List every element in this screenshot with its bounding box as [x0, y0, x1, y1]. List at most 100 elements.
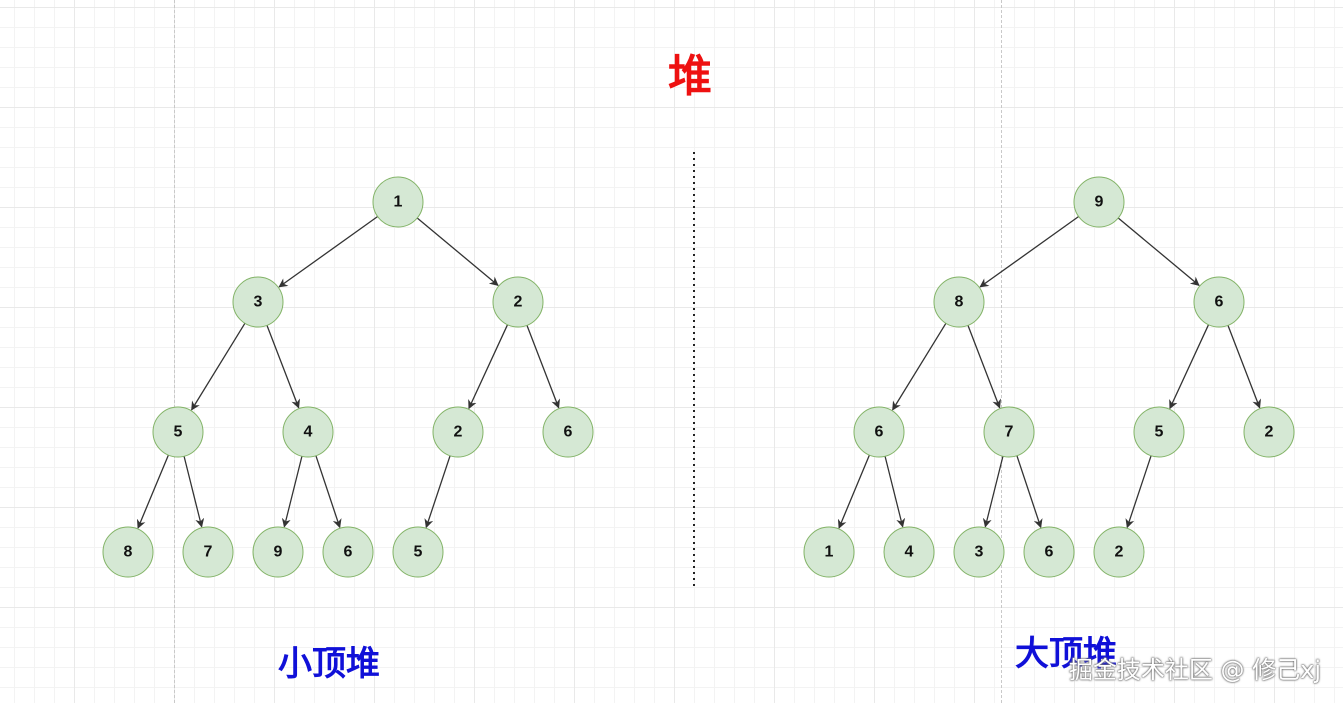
max-heap-node-n9: 4 — [883, 526, 935, 578]
max-heap-node-circle — [983, 406, 1035, 458]
min-heap: 1 3 2 5 4 2 6 8 7 9 6 5 — [102, 176, 594, 578]
max-heap-node-value: 8 — [955, 294, 964, 311]
min-heap-edge-n6-n12 — [424, 455, 451, 529]
min-heap-node-n10: 9 — [252, 526, 304, 578]
max-heap-edge-n5-n10 — [982, 456, 1004, 528]
min-heap-node-n8: 8 — [102, 526, 154, 578]
min-heap-edge-n4-n9 — [183, 456, 205, 528]
min-heap-node-circle — [182, 526, 234, 578]
min-heap-node-circle — [252, 526, 304, 578]
max-heap-node-n8: 1 — [803, 526, 855, 578]
max-heap-node-value: 4 — [905, 544, 914, 561]
max-heap-edge-n2-n4 — [892, 322, 947, 411]
min-heap-edge-n3-n6 — [468, 324, 509, 410]
min-heap-node-circle — [372, 176, 424, 228]
min-heap-node-n5: 4 — [282, 406, 334, 458]
min-heap-node-circle — [282, 406, 334, 458]
min-heap-node-value: 6 — [344, 544, 353, 561]
max-heap-node-n4: 6 — [853, 406, 905, 458]
max-heap-node-value: 9 — [1095, 194, 1104, 211]
min-heap-node-value: 1 — [394, 194, 403, 211]
min-heap-node-circle — [432, 406, 484, 458]
min-heap-node-value: 5 — [174, 424, 183, 441]
max-heap-node-n3: 6 — [1193, 276, 1245, 328]
max-heap-node-n11: 6 — [1023, 526, 1075, 578]
max-heap-edge-n1-n2 — [979, 216, 1080, 288]
min-heap-node-n4: 5 — [152, 406, 204, 458]
max-heap-node-value: 2 — [1265, 424, 1274, 441]
max-heap-edge-n6-n12 — [1125, 455, 1152, 529]
min-heap-edge-n5-n11 — [315, 455, 342, 529]
min-heap-node-value: 2 — [454, 424, 463, 441]
min-heap-node-circle — [542, 406, 594, 458]
min-heap-node-value: 6 — [564, 424, 573, 441]
max-heap-node-circle — [803, 526, 855, 578]
min-heap-node-n3: 2 — [492, 276, 544, 328]
max-heap-label: 大顶堆 — [1015, 634, 1117, 674]
guide-line-left — [174, 0, 175, 703]
max-heap-edge-n1-n3 — [1117, 217, 1200, 286]
max-heap-node-circle — [1243, 406, 1295, 458]
min-heap-node-n7: 6 — [542, 406, 594, 458]
max-heap-node-circle — [1093, 526, 1145, 578]
max-heap-node-n12: 2 — [1093, 526, 1145, 578]
max-heap-node-n7: 2 — [1243, 406, 1295, 458]
guide-line-right — [1001, 0, 1002, 703]
min-heap-node-circle — [232, 276, 284, 328]
max-heap-node-value: 7 — [1005, 424, 1014, 441]
max-heap-node-value: 1 — [825, 544, 834, 561]
min-heap-node-n12: 5 — [392, 526, 444, 578]
max-heap-node-circle — [933, 276, 985, 328]
max-heap-node-n1: 9 — [1073, 176, 1125, 228]
min-heap-node-circle — [102, 526, 154, 578]
min-heap-node-value: 9 — [274, 544, 283, 561]
max-heap-node-circle — [1023, 526, 1075, 578]
min-heap-edge-n2-n4 — [191, 322, 246, 411]
min-heap-edge-n4-n8 — [136, 454, 169, 529]
max-heap-edge-n3-n6 — [1169, 324, 1210, 410]
min-heap-node-value: 2 — [514, 294, 523, 311]
min-heap-node-value: 8 — [124, 544, 133, 561]
max-heap-node-value: 6 — [1215, 294, 1224, 311]
max-heap-node-circle — [853, 406, 905, 458]
min-heap-node-value: 5 — [414, 544, 423, 561]
min-heap-node-n9: 7 — [182, 526, 234, 578]
min-heap-edge-n5-n10 — [281, 456, 303, 528]
max-heap-node-value: 3 — [975, 544, 984, 561]
max-heap-node-circle — [1073, 176, 1125, 228]
max-heap-edge-n2-n5 — [967, 325, 1001, 409]
max-heap-node-value: 6 — [875, 424, 884, 441]
min-heap-node-n1: 1 — [372, 176, 424, 228]
min-heap-node-circle — [492, 276, 544, 328]
max-heap-edge-n3-n7 — [1227, 325, 1261, 409]
min-heap-node-circle — [152, 406, 204, 458]
min-heap-edge-n1-n3 — [416, 217, 499, 286]
min-heap-node-value: 4 — [304, 424, 313, 441]
max-heap-node-circle — [883, 526, 935, 578]
min-heap-node-n2: 3 — [232, 276, 284, 328]
max-heap-node-value: 2 — [1115, 544, 1124, 561]
min-heap-node-value: 3 — [254, 294, 263, 311]
max-heap-edge-n4-n9 — [884, 456, 906, 528]
max-heap-node-n2: 8 — [933, 276, 985, 328]
min-heap-node-circle — [322, 526, 374, 578]
min-heap-edge-n2-n5 — [266, 325, 300, 409]
max-heap-node-value: 5 — [1155, 424, 1164, 441]
min-heap-node-n11: 6 — [322, 526, 374, 578]
max-heap-node-n5: 7 — [983, 406, 1035, 458]
min-heap-node-value: 7 — [204, 544, 213, 561]
max-heap-node-n10: 3 — [953, 526, 1005, 578]
min-heap-edge-n1-n2 — [278, 216, 379, 288]
max-heap-node-n6: 5 — [1133, 406, 1185, 458]
max-heap-node-circle — [1193, 276, 1245, 328]
max-heap-edge-n4-n8 — [837, 454, 870, 529]
min-heap-node-n6: 2 — [432, 406, 484, 458]
page-title: 堆 — [668, 51, 712, 102]
watermark: 掘金技术社区 @ 修己xj — [1068, 656, 1321, 684]
min-heap-node-circle — [392, 526, 444, 578]
max-heap-edge-n5-n11 — [1016, 455, 1043, 529]
max-heap-node-value: 6 — [1045, 544, 1054, 561]
min-heap-edge-n3-n7 — [526, 325, 560, 409]
max-heap-node-circle — [953, 526, 1005, 578]
